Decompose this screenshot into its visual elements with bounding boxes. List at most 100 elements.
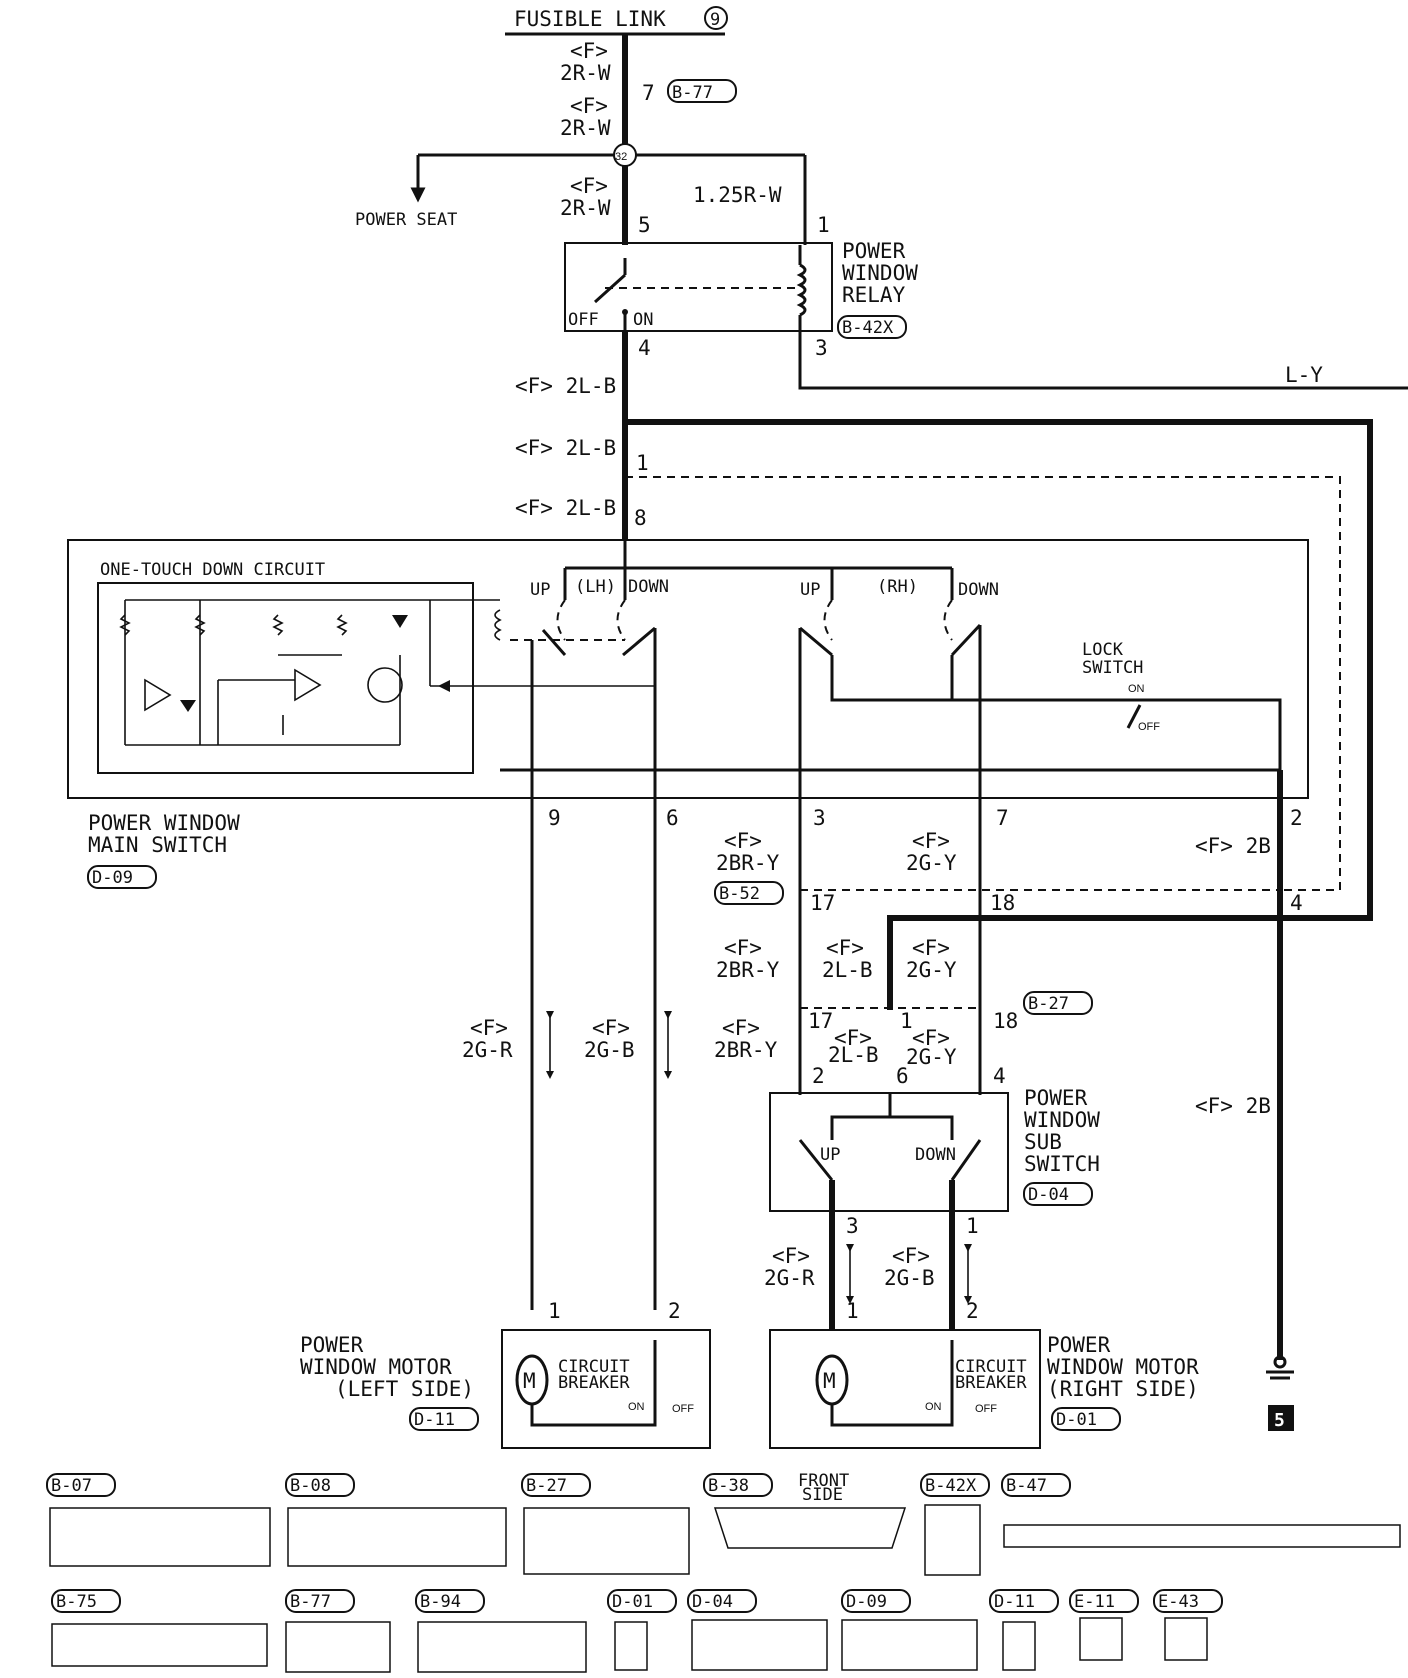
legend-d09-label: D-09 — [846, 1592, 887, 1612]
legend-d04-tag — [687, 1589, 757, 1613]
pin-3-ss: 3 — [846, 1214, 859, 1238]
conn-d09-label: D-09 — [92, 868, 133, 888]
pin-2-lm: 2 — [668, 1299, 681, 1323]
rh-down-dash — [943, 599, 953, 641]
conn-d04-label: D-04 — [1028, 1185, 1069, 1205]
legend-b07-label: B-07 — [51, 1476, 92, 1496]
wire-f-lm-1: <F> — [470, 1016, 508, 1040]
lock-label-2: SWITCH — [1082, 658, 1143, 678]
legend-b08-tag — [285, 1473, 355, 1497]
left-motor-title-2: WINDOW MOTOR — [300, 1355, 452, 1379]
rh-up-dash — [823, 599, 833, 641]
right-motor-m: M — [823, 1369, 836, 1393]
otd-coil — [494, 609, 502, 641]
legend-b75-tag — [51, 1589, 121, 1613]
wire-f-b27-3: <F> — [912, 936, 950, 960]
fusible-link-num: 9 — [710, 10, 720, 30]
wire-125rw: 1.25R-W — [693, 183, 782, 207]
wire-2lb-3: <F> 2L-B — [515, 496, 616, 520]
legend-front-side-1: FRONT — [798, 1471, 849, 1491]
legend-b47-label: B-47 — [1006, 1476, 1047, 1496]
conn-b27-label: B-27 — [1028, 994, 1069, 1014]
legend-b38-tag — [703, 1473, 773, 1497]
pin-7-main: 7 — [996, 806, 1009, 830]
pin-9: 9 — [548, 806, 561, 830]
wire-f-b27-2: <F> — [826, 936, 864, 960]
wire-2lb-2: <F> 2L-B — [515, 436, 616, 460]
legend-b27-connector — [523, 1507, 690, 1575]
sub-down-label: DOWN — [915, 1145, 956, 1165]
legend-b94-connector — [417, 1621, 587, 1673]
legend-b08-connector — [287, 1507, 507, 1567]
legend-e43-label: E-43 — [1158, 1592, 1199, 1612]
l-y-label: L-Y — [1285, 363, 1323, 387]
legend-e11-tag — [1069, 1589, 1139, 1613]
sub-title-1: POWER — [1024, 1086, 1088, 1110]
pin-1-relay: 1 — [817, 213, 830, 237]
sub-down-arm — [950, 1139, 982, 1181]
pin-8: 8 — [634, 506, 647, 530]
wire-2gr-2: 2G-R — [764, 1266, 815, 1290]
left-motor-title-1: POWER — [300, 1333, 364, 1357]
power-seat-label: POWER SEAT — [355, 210, 457, 230]
ground-terminal — [1273, 1355, 1287, 1369]
conn-b42x-label: B-42X — [842, 318, 894, 338]
relay-title-3: RELAY — [842, 283, 906, 307]
legend-b07-tag — [46, 1473, 116, 1497]
wire-2gy-3: 2G-Y — [906, 1045, 957, 1069]
otd-resistor-4 — [336, 614, 348, 636]
left-cb-label-2: BREAKER — [558, 1373, 630, 1393]
right-cb-on: ON — [925, 1401, 942, 1413]
main-switch-title-1: POWER WINDOW — [88, 811, 240, 835]
lh-down-dash — [616, 599, 626, 641]
wire-f-b52-1: <F> — [724, 829, 762, 853]
pin-7: 7 — [642, 81, 655, 105]
relay-title-2: WINDOW — [842, 261, 918, 285]
ground-badge-num: 5 — [1274, 1410, 1285, 1431]
rh-down-arm — [950, 623, 982, 657]
lh-down-label: DOWN — [628, 577, 669, 597]
wire-f-rm-1: <F> — [772, 1244, 810, 1268]
wire-f-lm-2: <F> — [592, 1016, 630, 1040]
pin-1-b27: 1 — [900, 1009, 913, 1033]
fusible-link-num-circle — [704, 6, 728, 30]
legend-b94-tag — [415, 1589, 485, 1613]
legend-b47-connector — [1003, 1524, 1401, 1548]
pin-5: 5 — [638, 213, 651, 237]
legend-b75-connector — [51, 1623, 268, 1667]
l-y-wire — [798, 331, 1408, 390]
left-cb-on: ON — [628, 1401, 645, 1413]
wire-2gr-1: 2G-R — [462, 1038, 513, 1062]
sub-title-4: SWITCH — [1024, 1152, 1100, 1176]
pin-6-main: 6 — [666, 806, 679, 830]
wire-f-b52-2: <F> — [912, 829, 950, 853]
wire-f-1: <F> — [570, 39, 608, 63]
pin-1-rm: 1 — [846, 1299, 859, 1323]
legend-d01-tag — [607, 1589, 677, 1613]
legend-b38-connector — [713, 1507, 907, 1549]
legend-d04-connector — [691, 1619, 828, 1671]
legend-b75-label: B-75 — [56, 1592, 97, 1612]
legend-d09-connector — [841, 1619, 978, 1671]
legend-b77-label: B-77 — [290, 1592, 331, 1612]
lock-label-1: LOCK — [1082, 640, 1124, 660]
sub-title-3: SUB — [1024, 1130, 1062, 1154]
right-cb-label-2: BREAKER — [955, 1373, 1027, 1393]
legend-b27-tag — [521, 1473, 591, 1497]
legend-front-side-2: SIDE — [802, 1485, 843, 1505]
sub-up-arm — [798, 1139, 834, 1181]
legend-b47-tag — [1001, 1473, 1071, 1497]
pin-4-relay: 4 — [638, 336, 651, 360]
switch-feed-bus — [623, 540, 952, 570]
pin-1-lm: 1 — [548, 1299, 561, 1323]
conn-b27-box — [1023, 991, 1093, 1015]
lb-loop-wire — [625, 419, 1373, 1010]
conn-b52-label: B-52 — [719, 884, 760, 904]
pin-3-relay: 3 — [815, 336, 828, 360]
pin-18-b52: 18 — [990, 891, 1015, 915]
left-motor-box — [501, 1329, 711, 1449]
legend-b38-label: B-38 — [708, 1476, 749, 1496]
wire-2b-2: <F> 2B — [1195, 1094, 1271, 1118]
legend-e43-tag — [1153, 1589, 1223, 1613]
